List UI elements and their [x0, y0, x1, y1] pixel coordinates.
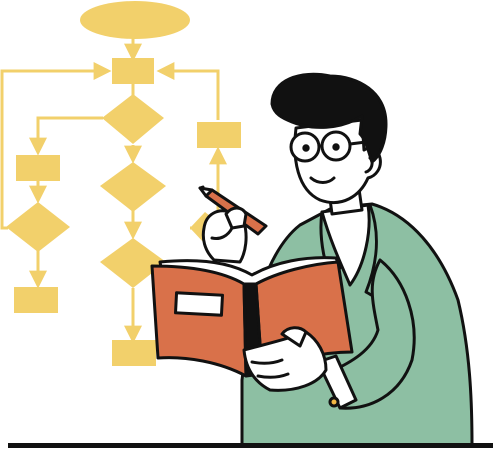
book-cover-left: [150, 264, 248, 378]
jacket-sleeve: [328, 258, 416, 410]
flowchart-decision-diamond: [102, 94, 164, 144]
hair: [270, 72, 388, 164]
left-thumb: [224, 206, 248, 230]
flowchart-process-box: [16, 155, 60, 181]
flowchart-decision-diamond: [100, 162, 166, 212]
mouth: [309, 176, 336, 184]
right-thumb: [280, 326, 308, 348]
cufflink: [328, 396, 340, 408]
flowchart-process-box: [197, 122, 241, 148]
right-finger: [256, 372, 290, 379]
flowchart-process-box: [112, 58, 154, 84]
book-label: [174, 291, 224, 317]
flowchart-start-oval: [80, 1, 190, 39]
shirt-collar: [320, 203, 371, 287]
eye-left: [302, 144, 310, 152]
eye-right: [332, 143, 340, 151]
shirt-cuff: [316, 354, 358, 410]
right-finger: [250, 358, 284, 365]
flowchart-diagram: [0, 1, 241, 366]
flowchart-process-box: [112, 340, 156, 366]
ground-line: [8, 443, 493, 448]
book-pages: [158, 256, 342, 288]
flowchart-decision-diamond: [100, 238, 166, 288]
flowchart-decision-diamond: [6, 202, 70, 252]
flowchart-process-box: [14, 287, 58, 313]
left-finger: [210, 226, 234, 240]
